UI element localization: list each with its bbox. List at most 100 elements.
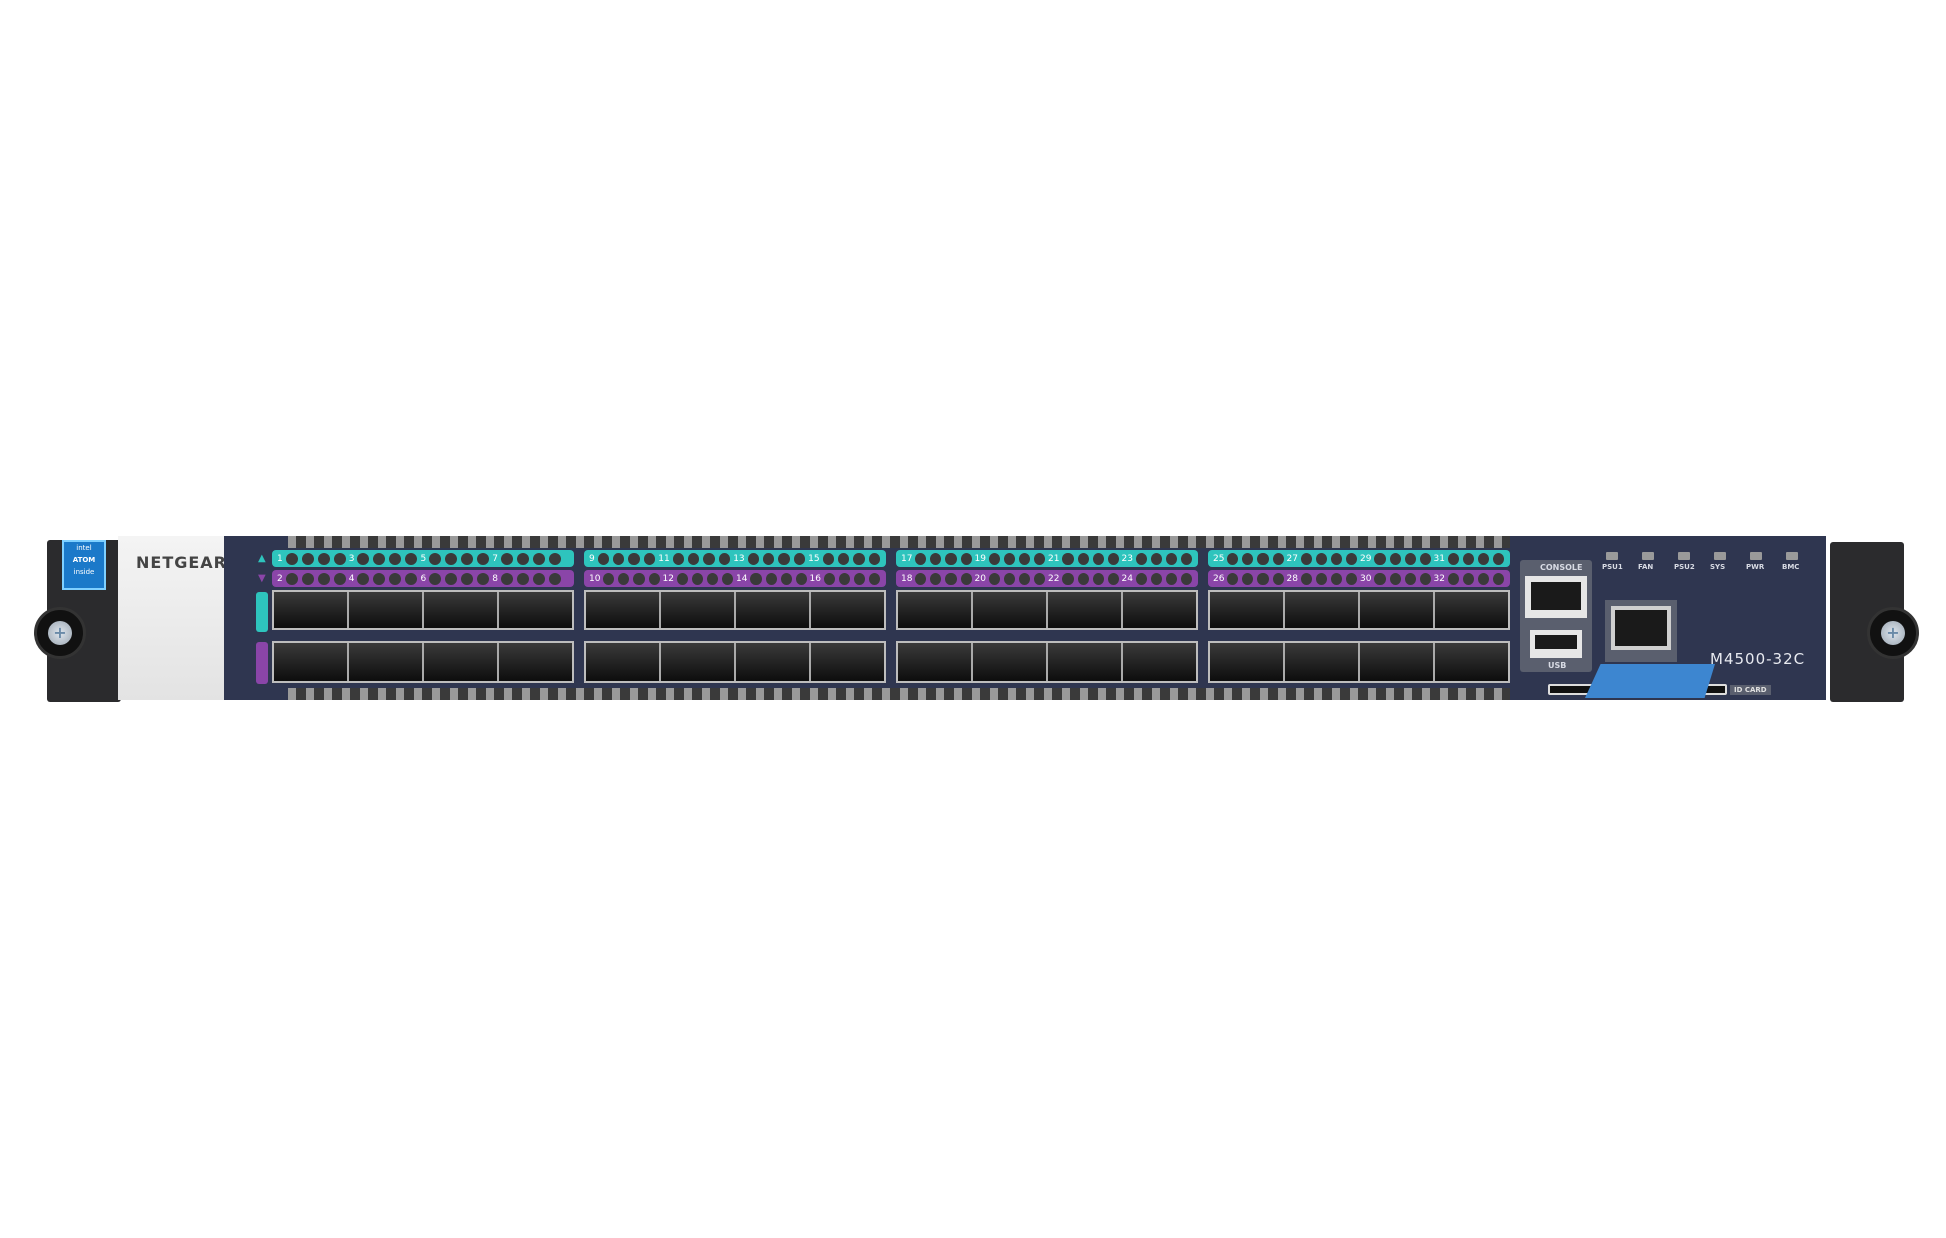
port-led — [960, 572, 972, 585]
qsfp-port[interactable] — [1285, 643, 1360, 681]
port-led — [1272, 572, 1284, 585]
console-port[interactable] — [1525, 576, 1587, 618]
right-thumbscrew[interactable]: + — [1867, 607, 1919, 659]
port-led — [405, 552, 418, 565]
qsfp-cage — [272, 590, 574, 630]
qsfp-port[interactable] — [349, 592, 424, 628]
port-led — [1019, 572, 1031, 585]
port-led — [915, 572, 927, 585]
port-led — [1478, 572, 1490, 585]
qsfp-port[interactable] — [274, 643, 349, 681]
qsfp-port[interactable] — [661, 592, 736, 628]
port-number: 4 — [348, 573, 355, 584]
port-led — [915, 552, 927, 565]
port-led — [333, 572, 346, 585]
port-led — [548, 572, 561, 585]
port-number: 11 — [658, 553, 670, 564]
intel-atom-badge: intel ATOM inside — [62, 540, 106, 590]
management-port[interactable] — [1605, 600, 1677, 662]
port-led — [1077, 552, 1089, 565]
id-card-tab[interactable] — [1585, 664, 1715, 698]
port-led — [1493, 572, 1505, 585]
qsfp-port[interactable] — [898, 592, 973, 628]
port-led — [778, 552, 790, 565]
qsfp-port[interactable] — [811, 643, 884, 681]
port-led — [854, 572, 866, 585]
qsfp-port[interactable] — [424, 592, 499, 628]
top-vent — [288, 536, 1510, 548]
qsfp-port[interactable] — [499, 643, 572, 681]
qsfp-port[interactable] — [736, 592, 811, 628]
port-led — [628, 552, 640, 565]
port-led — [837, 552, 850, 565]
port-led — [1374, 572, 1386, 585]
port-led — [1463, 552, 1475, 565]
qsfp-port[interactable] — [1285, 592, 1360, 628]
usb-port[interactable] — [1530, 630, 1582, 658]
qsfp-port[interactable] — [424, 643, 499, 681]
qsfp-port[interactable] — [1435, 643, 1508, 681]
qsfp-port[interactable] — [1360, 592, 1435, 628]
port-led — [1448, 572, 1460, 585]
port-led — [445, 552, 458, 565]
port-number: 32 — [1433, 573, 1445, 584]
port-led — [1272, 552, 1284, 565]
port-led — [1151, 552, 1163, 565]
port-led — [500, 552, 513, 565]
qsfp-cage — [584, 590, 886, 630]
port-led — [822, 552, 834, 565]
port-led — [285, 552, 298, 565]
status-led-label: BMC — [1782, 563, 1800, 571]
port-number: 23 — [1121, 553, 1133, 564]
port-led — [988, 552, 1000, 565]
port-number: 22 — [1048, 573, 1060, 584]
qsfp-port[interactable] — [1123, 643, 1196, 681]
left-thumbscrew[interactable]: + — [34, 607, 86, 659]
port-number: 14 — [736, 573, 748, 584]
port-led — [389, 552, 402, 565]
qsfp-port[interactable] — [1048, 592, 1123, 628]
port-led — [1062, 552, 1074, 565]
qsfp-port[interactable] — [1210, 592, 1285, 628]
qsfp-port[interactable] — [811, 592, 884, 628]
port-led — [301, 572, 314, 585]
qsfp-port[interactable] — [349, 643, 424, 681]
qsfp-port[interactable] — [661, 643, 736, 681]
brand-panel — [118, 536, 224, 700]
port-number: 25 — [1213, 553, 1225, 564]
qsfp-port[interactable] — [973, 643, 1048, 681]
port-led — [869, 572, 881, 585]
qsfp-port[interactable] — [898, 643, 973, 681]
port-led — [1346, 572, 1358, 585]
port-led — [1136, 572, 1148, 585]
port-number: 19 — [974, 553, 986, 564]
port-led — [1107, 572, 1119, 585]
up-arrow-icon: ▲ — [258, 553, 266, 564]
port-led — [1331, 572, 1343, 585]
qsfp-port[interactable] — [1123, 592, 1196, 628]
port-led — [1151, 572, 1163, 585]
qsfp-port[interactable] — [1360, 643, 1435, 681]
qsfp-port[interactable] — [586, 592, 661, 628]
qsfp-port[interactable] — [499, 592, 572, 628]
port-led — [824, 572, 836, 585]
port-led — [477, 552, 490, 565]
port-led — [648, 572, 660, 585]
qsfp-port[interactable] — [274, 592, 349, 628]
port-led — [1331, 552, 1343, 565]
port-led — [317, 552, 330, 565]
status-led-label: FAN — [1638, 563, 1654, 571]
qsfp-port[interactable] — [1435, 592, 1508, 628]
qsfp-port[interactable] — [1048, 643, 1123, 681]
port-led — [1181, 572, 1193, 585]
qsfp-port[interactable] — [973, 592, 1048, 628]
port-led — [1448, 552, 1460, 565]
port-number: 8 — [492, 573, 498, 584]
port-led — [1242, 572, 1254, 585]
port-number: 24 — [1121, 573, 1133, 584]
qsfp-port[interactable] — [1210, 643, 1285, 681]
qsfp-port[interactable] — [586, 643, 661, 681]
qsfp-port[interactable] — [736, 643, 811, 681]
